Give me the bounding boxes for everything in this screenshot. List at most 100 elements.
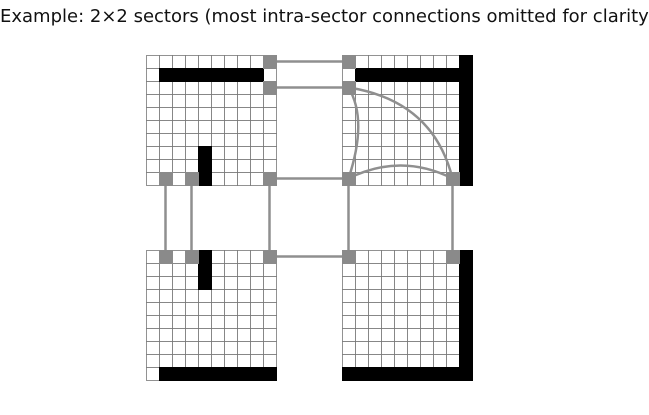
grid-cell [211, 341, 225, 355]
grid-cell [368, 263, 382, 277]
grid-cell [185, 328, 199, 342]
grid-cell [224, 81, 238, 95]
grid-cell [224, 263, 238, 277]
wall-cell [198, 367, 212, 381]
grid-cell [355, 94, 369, 108]
wall-cell [211, 68, 225, 82]
grid-cell [211, 159, 225, 173]
grid-cell [146, 159, 160, 173]
grid-cell [237, 159, 251, 173]
sector-bottom-right [342, 250, 473, 381]
grid-cell [146, 81, 160, 95]
bottom-left-inner-wall [198, 250, 212, 290]
grid-cell [172, 120, 186, 134]
wall-cell [394, 68, 408, 82]
grid-cell [250, 146, 264, 160]
grid-cell [407, 341, 421, 355]
grid-cell [159, 120, 173, 134]
grid-cell [172, 172, 186, 186]
wall-cell [459, 276, 473, 290]
wall-cell [250, 367, 264, 381]
grid-cell [407, 315, 421, 329]
top-left-inner-wall [198, 146, 212, 186]
grid-cell [355, 354, 369, 368]
wall-cell [263, 367, 277, 381]
grid-cell [368, 315, 382, 329]
grid-cell [263, 263, 277, 277]
grid-cell [368, 289, 382, 303]
wall-cell [459, 81, 473, 95]
grid-cell [420, 341, 434, 355]
grid-cell [420, 354, 434, 368]
wall-cell [459, 68, 473, 82]
grid-cell [446, 341, 460, 355]
grid-cell [407, 302, 421, 316]
grid-cell [146, 328, 160, 342]
entrance-node-4 [342, 81, 356, 95]
grid-cell [355, 341, 369, 355]
grid-cell [185, 133, 199, 147]
grid-cell [381, 276, 395, 290]
grid-cell [420, 133, 434, 147]
wall-cell [407, 367, 421, 381]
grid-cell [224, 276, 238, 290]
wall-cell [368, 367, 382, 381]
grid-cell [355, 276, 369, 290]
grid-cell [237, 94, 251, 108]
wall-cell [459, 159, 473, 173]
grid-cell [420, 107, 434, 121]
grid-cell [394, 120, 408, 134]
grid-cell [263, 341, 277, 355]
entrance-node-14 [446, 250, 460, 264]
grid-cell [146, 341, 160, 355]
wall-cell [185, 367, 199, 381]
grid-cell [198, 55, 212, 69]
grid-cell [224, 94, 238, 108]
wall-cell [172, 68, 186, 82]
grid-cell [185, 120, 199, 134]
grid-cell [381, 55, 395, 69]
wall-cell [459, 120, 473, 134]
grid-cell [172, 146, 186, 160]
grid-cell [342, 68, 356, 82]
entrance-node-12 [263, 250, 277, 264]
grid-cell [381, 354, 395, 368]
grid-cell [342, 263, 356, 277]
grid-cell [159, 94, 173, 108]
grid-cell [224, 289, 238, 303]
grid-cell [420, 315, 434, 329]
wall-cell [459, 341, 473, 355]
grid-cell [250, 315, 264, 329]
wall-cell [459, 146, 473, 160]
grid-cell [237, 302, 251, 316]
wall-cell [420, 367, 434, 381]
grid-cell [146, 354, 160, 368]
grid-cell [342, 120, 356, 134]
bottom-right-bottom-wall [342, 367, 473, 381]
grid-cell [237, 107, 251, 121]
wall-cell [198, 172, 212, 186]
grid-cell [263, 302, 277, 316]
grid-cell [172, 341, 186, 355]
grid-cell [146, 133, 160, 147]
grid-cell [250, 107, 264, 121]
grid-cell [394, 302, 408, 316]
grid-cell [263, 133, 277, 147]
grid-cell [368, 302, 382, 316]
grid-cell [250, 159, 264, 173]
grid-cell [394, 315, 408, 329]
grid-cell [185, 315, 199, 329]
grid-cell [433, 263, 447, 277]
grid-cell [433, 341, 447, 355]
grid-cell [381, 302, 395, 316]
grid-cell [446, 120, 460, 134]
wall-cell [342, 367, 356, 381]
grid-cell [342, 302, 356, 316]
grid-cell [263, 289, 277, 303]
grid-cell [381, 263, 395, 277]
grid-cell [407, 81, 421, 95]
grid-cell [172, 81, 186, 95]
walls [159, 55, 473, 381]
grid-cell [420, 263, 434, 277]
